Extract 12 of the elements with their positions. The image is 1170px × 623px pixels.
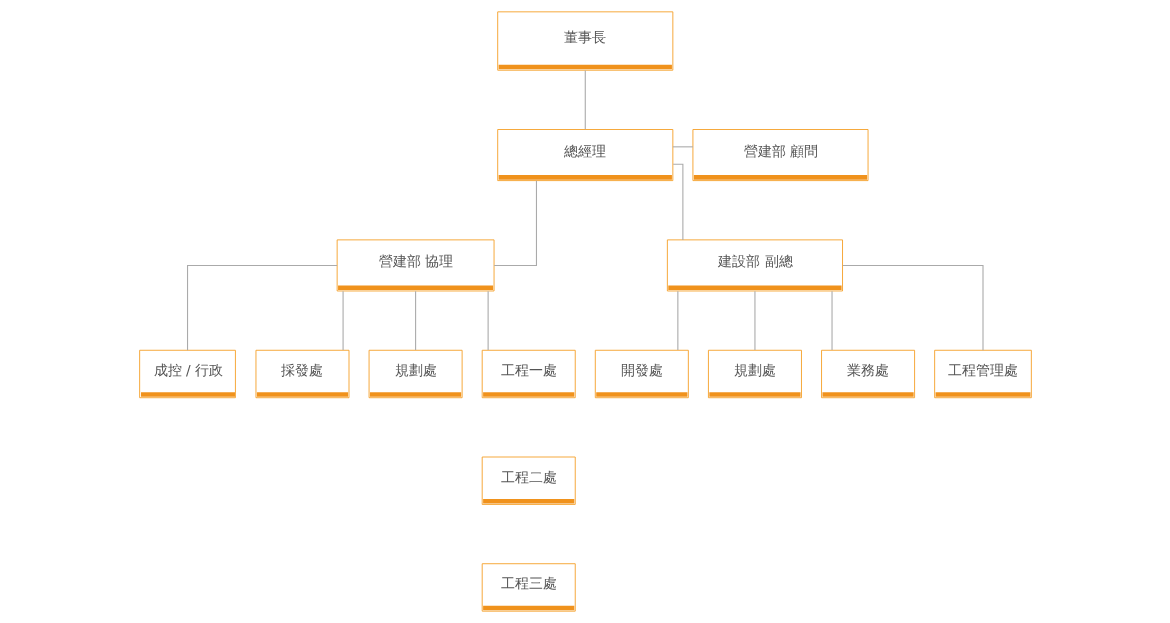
connector (186, 264, 338, 351)
connector (414, 290, 416, 351)
connector (841, 264, 984, 351)
connector (672, 163, 683, 241)
connector (753, 290, 755, 351)
connector (342, 290, 344, 351)
connector (671, 146, 693, 148)
connector (493, 180, 537, 266)
connector (584, 69, 586, 130)
connector (831, 290, 833, 351)
connector (487, 290, 489, 351)
connector (676, 290, 678, 351)
